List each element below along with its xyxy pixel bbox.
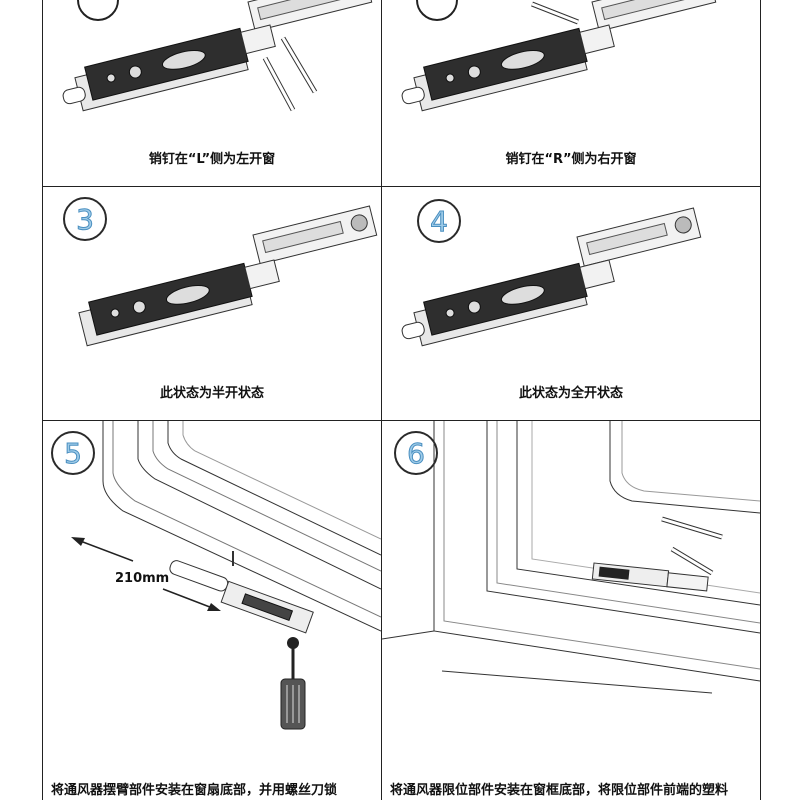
step-badge-5: 5 bbox=[51, 431, 95, 475]
pointer-arrow-icon bbox=[661, 516, 723, 576]
step-badge-6: 6 bbox=[394, 431, 438, 475]
grid-line-row1 bbox=[42, 186, 761, 187]
step-caption-4: 此状态为全开状态 bbox=[518, 386, 623, 401]
hinge-part-icon bbox=[169, 551, 314, 634]
step-cell-1: 销钉在“L”侧为左开窗 bbox=[43, 0, 381, 186]
grid-line-row2 bbox=[42, 420, 761, 421]
window-frame-icon bbox=[102, 421, 381, 632]
grid-line-left bbox=[42, 0, 43, 800]
pointer-arrow-icon bbox=[262, 36, 318, 112]
dimension-label: 210mm bbox=[115, 571, 170, 586]
step-badge-3: 3 bbox=[63, 197, 107, 241]
step-caption-2: 销钉在“R”侧为右开窗 bbox=[505, 152, 637, 167]
step-cell-6: 6 将通风器限位部件安装在窗框底部，将限位部件前端的塑 bbox=[382, 421, 760, 800]
step-caption-1: 销钉在“L”侧为左开窗 bbox=[148, 152, 276, 167]
hinge-part-icon bbox=[62, 0, 373, 112]
step-cell-2: 销钉在“R”侧为右开窗 bbox=[382, 0, 760, 186]
hinge-part-icon bbox=[401, 207, 702, 347]
hinge-part-icon bbox=[401, 0, 717, 112]
window-frame-icon bbox=[382, 421, 760, 694]
step-caption-3: 此状态为半开状态 bbox=[159, 386, 264, 401]
step-caption-6: 将通风器限位部件安装在窗框底部，将限位部件前端的塑料 bbox=[390, 783, 729, 798]
hinge-part-icon bbox=[591, 562, 709, 592]
pointer-arrow-icon bbox=[71, 537, 221, 611]
grid-line-center bbox=[381, 0, 382, 800]
step-cell-5: 5 210mm bbox=[43, 421, 381, 800]
step-cell-3: 3 此状态为半开状态 bbox=[43, 187, 381, 420]
hinge-part-icon bbox=[78, 205, 378, 347]
step-badge-4: 4 bbox=[417, 199, 461, 243]
step-cell-4: 4 此状态为全开状态 bbox=[382, 187, 760, 420]
pointer-arrow-icon bbox=[531, 1, 579, 25]
step-caption-5: 将通风器摆臂部件安装在窗扇底部，并用螺丝刀锁 bbox=[51, 783, 338, 798]
screwdriver-icon bbox=[280, 637, 306, 730]
grid-line-right bbox=[760, 0, 761, 800]
